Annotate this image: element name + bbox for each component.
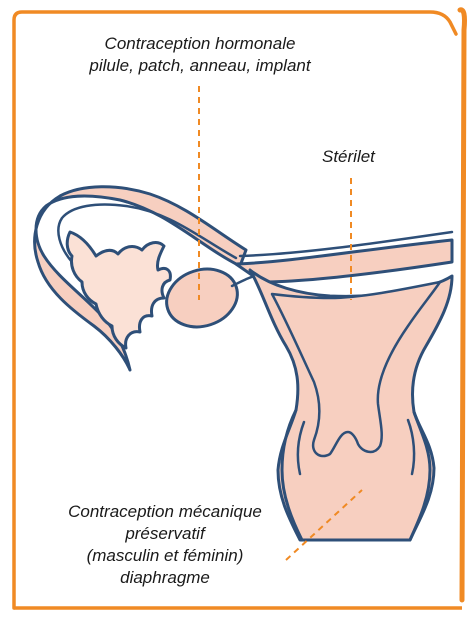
label-mechanical-line4: diaphragme (20, 567, 310, 589)
label-iud-text: Stérilet (322, 147, 375, 166)
label-hormonal-line1: Contraception hormonale (50, 33, 350, 55)
label-hormonal: Contraception hormonale pilule, patch, a… (50, 33, 350, 77)
label-iud: Stérilet (322, 146, 375, 168)
label-hormonal-line2: pilule, patch, anneau, implant (50, 55, 350, 77)
label-mechanical: Contraception mécanique préservatif (mas… (20, 501, 310, 589)
ovary (159, 260, 245, 336)
label-mechanical-line2: préservatif (20, 523, 310, 545)
label-mechanical-line1: Contraception mécanique (20, 501, 310, 523)
fimbriae (67, 232, 170, 348)
label-mechanical-line3: (masculin et féminin) (20, 545, 310, 567)
